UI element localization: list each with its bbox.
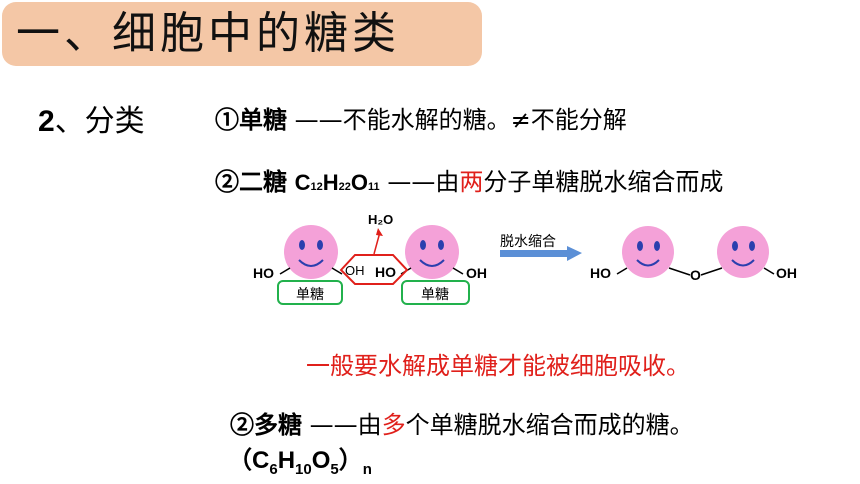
mono-desc: ——不能水解的糖。≠不能分解 xyxy=(287,106,627,134)
hex-ho-label: HO xyxy=(375,264,396,280)
di-name: 二糖 xyxy=(239,169,287,196)
product-left-face xyxy=(622,226,674,278)
page-title: 一、细胞中的糖类 xyxy=(16,8,400,59)
mono-marker: ① xyxy=(215,107,239,134)
dehydration-label: 脱水缩合 xyxy=(500,233,556,249)
title-banner: 一、细胞中的糖类 xyxy=(2,2,482,66)
product-right-face xyxy=(717,226,769,278)
di-desc-post: 分子单糖脱水缩合而成 xyxy=(483,168,724,196)
polysaccharide-line: ②多糖 ——由多个单糖脱水缩合而成的糖。 xyxy=(230,405,694,440)
poly-marker: ② xyxy=(230,412,254,439)
absorption-note: 一般要水解成单糖才能被细胞吸收。 xyxy=(306,352,690,380)
poly-desc-red: 多 xyxy=(381,411,406,439)
water-label: H₂O xyxy=(368,212,393,227)
monosaccharide-line: ①单糖 ——不能水解的糖。≠不能分解 xyxy=(215,100,627,135)
poly-name: 多糖 xyxy=(254,412,302,439)
di-desc-pre: ——由 xyxy=(379,168,460,196)
poly-desc-pre: ——由 xyxy=(302,411,382,439)
di-desc-red: 两 xyxy=(459,168,484,196)
product-ho-label: HO xyxy=(590,265,611,281)
product-oh-label: OH xyxy=(776,265,797,281)
right-box-label: 单糖 xyxy=(421,286,449,302)
right-oh-label: OH xyxy=(466,265,487,281)
disaccharide-line: ②二糖 C12H22O11 ——由两分子单糖脱水缩合而成 xyxy=(215,162,723,197)
right-monosaccharide-box xyxy=(401,280,470,305)
product-o-label: O xyxy=(690,267,701,283)
poly-desc-post: 个单糖脱水缩合而成的糖。 xyxy=(405,411,694,439)
right-monomer-face xyxy=(405,225,459,279)
di-formula: C12H22O11 xyxy=(294,170,380,195)
removed-water-hexagon xyxy=(339,254,409,285)
process-arrow xyxy=(500,250,567,257)
left-box-label: 单糖 xyxy=(296,286,324,302)
mono-name: 单糖 xyxy=(239,107,287,134)
left-monosaccharide-box xyxy=(277,280,343,305)
hex-oh-label: OH xyxy=(345,263,365,278)
left-ho-label: HO xyxy=(253,265,274,281)
section-heading: 2、分类 xyxy=(38,96,145,140)
section-label: 、分类 xyxy=(54,104,145,139)
di-marker: ② xyxy=(215,169,239,196)
polysaccharide-formula: （C6H10O5）n xyxy=(228,447,372,478)
section-number: 2 xyxy=(38,105,55,138)
left-monomer-face xyxy=(284,225,338,279)
